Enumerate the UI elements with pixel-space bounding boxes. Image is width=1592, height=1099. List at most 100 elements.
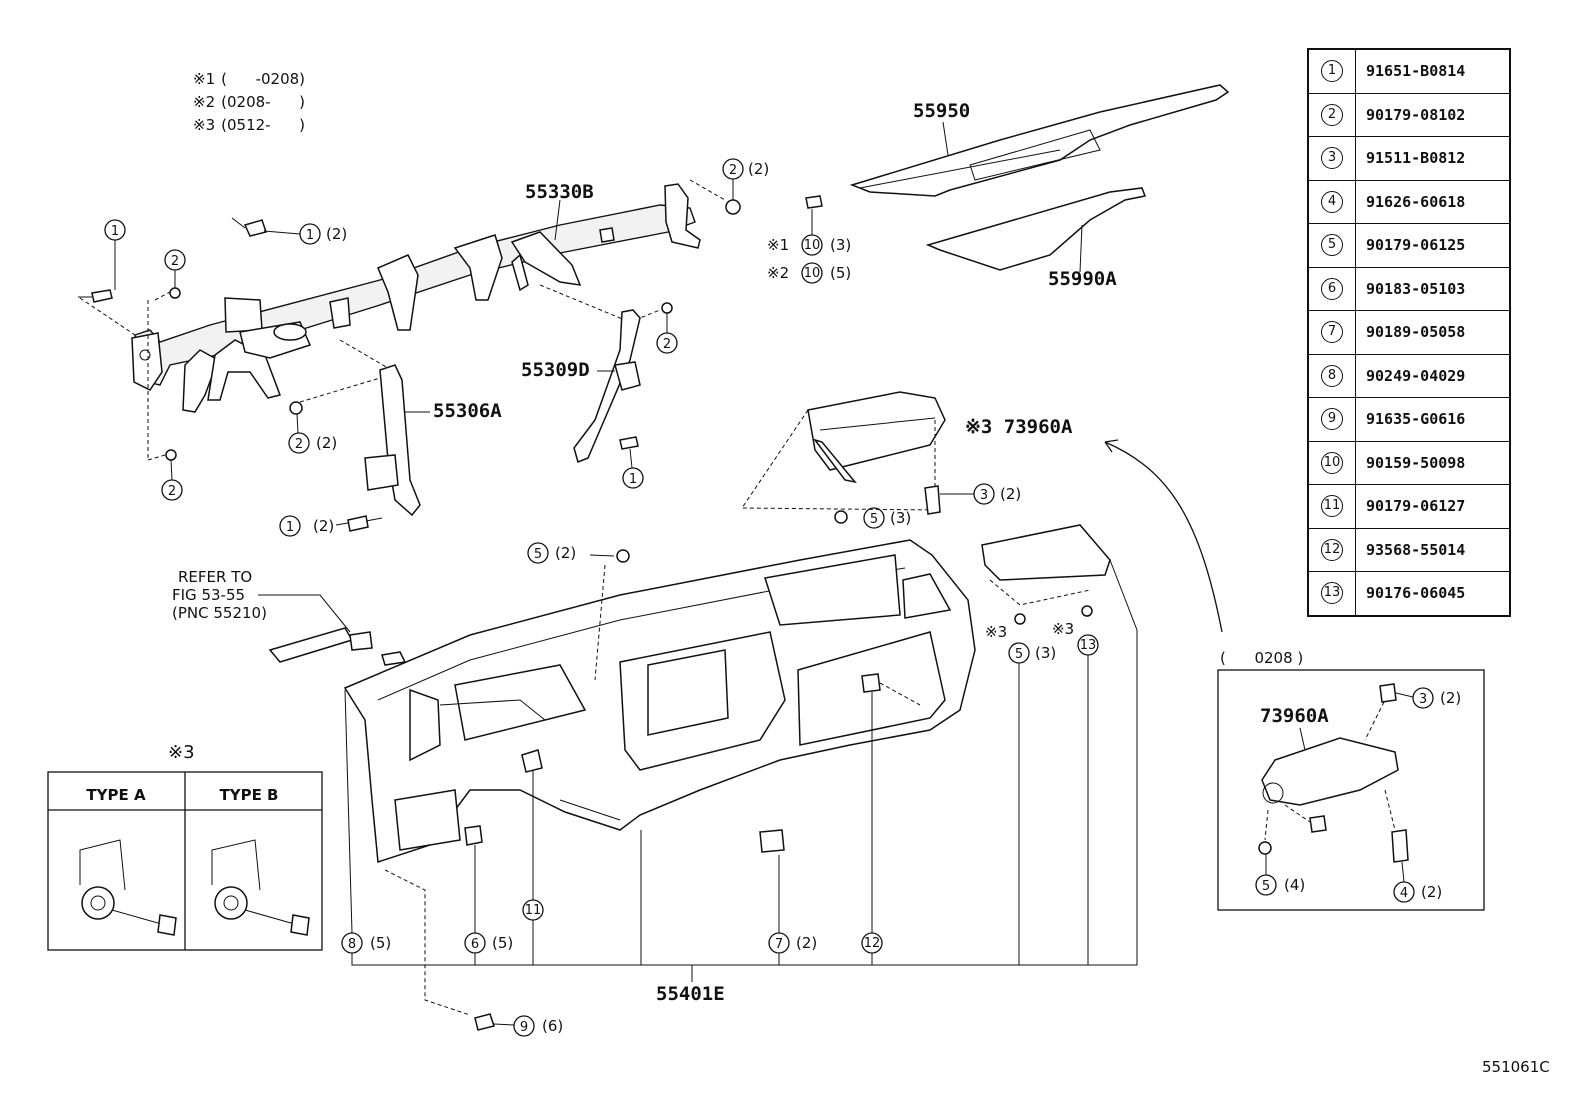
svg-text:(3): (3) <box>1035 644 1056 662</box>
svg-text:1: 1 <box>111 224 119 239</box>
svg-text:8: 8 <box>348 937 356 952</box>
svg-text:(2): (2) <box>748 160 769 178</box>
part-number-code: 90179-08102 <box>1355 92 1511 137</box>
svg-text:2: 2 <box>729 163 737 178</box>
svg-text:2: 2 <box>295 437 303 452</box>
brace-55306a <box>364 364 421 517</box>
note-2: ※2(0208- ) <box>193 93 305 111</box>
svg-text:1: 1 <box>286 520 294 535</box>
airbag-inset-range: ( 0208 ) <box>1220 649 1303 667</box>
brace-55309d <box>573 309 641 464</box>
svg-text:(6): (6) <box>542 1017 563 1035</box>
svg-text:FIG 53-55: FIG 53-55 <box>172 586 245 604</box>
part-number-code: 91626-60618 <box>1355 179 1511 224</box>
svg-text:5: 5 <box>1262 879 1270 894</box>
svg-text:5: 5 <box>1015 647 1023 662</box>
callout-number: 8 <box>1321 364 1343 387</box>
svg-text:4: 4 <box>1400 886 1408 901</box>
svg-text:※3: ※3 <box>1052 620 1074 638</box>
svg-text:※2: ※2 <box>767 264 789 282</box>
svg-text:(5): (5) <box>492 934 513 952</box>
svg-text:(2): (2) <box>326 225 347 243</box>
reinforcement-beam-55330b <box>131 183 701 413</box>
svg-text:(2): (2) <box>1000 485 1021 503</box>
part-label-55950: 55950 <box>913 100 970 122</box>
figure-code: 551061C <box>1482 1058 1550 1076</box>
part-number-code: 91651-B0814 <box>1355 48 1511 94</box>
svg-text:10: 10 <box>804 238 821 253</box>
svg-text:(3): (3) <box>890 509 911 527</box>
refer-to-fig-note: REFER TO FIG 53-55 (PNC 55210) <box>172 568 407 666</box>
part-number-code: 90159-50098 <box>1355 440 1511 485</box>
svg-text:※1: ※1 <box>767 236 789 254</box>
svg-text:2: 2 <box>168 484 176 499</box>
part-number-row: 5 90179-06125 <box>1307 223 1511 268</box>
svg-text:3: 3 <box>980 488 988 503</box>
part-number-code: 91635-G0616 <box>1355 397 1511 442</box>
type-inset-mark: ※3 <box>168 742 195 763</box>
panel-fasteners: 5 (2) <box>384 542 1093 1031</box>
part-number-code: 90179-06125 <box>1355 223 1511 268</box>
svg-text:(2): (2) <box>1421 883 1442 901</box>
svg-text:(2): (2) <box>796 934 817 952</box>
part-number-code: 91511-B0812 <box>1355 136 1511 181</box>
svg-text:13: 13 <box>1080 638 1097 653</box>
part-number-code: 90179-06127 <box>1355 484 1511 529</box>
part-number-row: 2 90179-08102 <box>1307 92 1511 137</box>
part-number-code: 90249-04029 <box>1355 353 1511 398</box>
svg-text:(4): (4) <box>1284 876 1305 894</box>
type-inset: ※3 TYPE A TYPE B <box>47 742 323 951</box>
svg-text:(5): (5) <box>370 934 391 952</box>
svg-text:(2): (2) <box>313 517 334 535</box>
svg-text:(5): (5) <box>830 264 851 282</box>
callout-number: 4 <box>1321 190 1343 213</box>
glove-box-door <box>981 524 1111 606</box>
svg-text:(2): (2) <box>1440 689 1461 707</box>
svg-text:(2): (2) <box>316 434 337 452</box>
part-number-code: 93568-55014 <box>1355 527 1511 572</box>
callout-number: 12 <box>1321 538 1343 561</box>
svg-text:12: 12 <box>864 936 881 951</box>
callout-number: 10 <box>1321 451 1343 474</box>
part-number-code: 90176-06045 <box>1355 571 1511 616</box>
callout-number: 5 <box>1321 234 1343 257</box>
part-label-55990a: 55990A <box>1048 268 1117 290</box>
part-label-55309d: 55309D <box>521 359 590 381</box>
svg-text:11: 11 <box>525 903 542 918</box>
applicability-notes: ※1( -0208) ※2(0208- ) ※3(0512- ) <box>193 70 305 134</box>
curved-arrow <box>1104 441 1223 633</box>
defroster-nozzle-55950 <box>849 84 1230 197</box>
svg-text:(2): (2) <box>555 544 576 562</box>
leader-55401e <box>344 559 1138 982</box>
callout-number: 3 <box>1321 147 1343 170</box>
callout-number: 2 <box>1321 103 1343 126</box>
note-1: ※1( -0208) <box>193 70 305 88</box>
svg-text:(3): (3) <box>830 236 851 254</box>
part-label-55306a: 55306A <box>433 400 502 422</box>
part-label-73960a-main: ※3 73960A <box>965 416 1073 438</box>
instrument-panel-55401e <box>343 539 976 864</box>
note-3: ※3(0512- ) <box>193 116 305 134</box>
part-label-73960a-inset: 73960A <box>1260 705 1329 727</box>
callout-number: 7 <box>1321 321 1343 344</box>
svg-text:2: 2 <box>663 337 671 352</box>
type-b-label: TYPE B <box>220 786 279 804</box>
part-number-row: 8 90249-04029 <box>1307 353 1511 398</box>
svg-text:9: 9 <box>520 1020 528 1035</box>
svg-text:(PNC 55210): (PNC 55210) <box>172 604 267 622</box>
type-a-label: TYPE A <box>86 786 146 804</box>
svg-text:5: 5 <box>870 512 878 527</box>
part-number-row: 10 90159-50098 <box>1307 440 1511 485</box>
knee-airbag-73960a <box>741 391 946 511</box>
callouts-10: ※1 10 (3) ※2 10 (5) <box>767 209 851 284</box>
svg-text:3: 3 <box>1419 692 1427 707</box>
part-number-row: 3 91511-B0812 <box>1307 136 1511 181</box>
callouts-beam: 1 2 2 (2) 1 (2) 2 2 (2) 2 1 1 (2) <box>104 158 769 537</box>
